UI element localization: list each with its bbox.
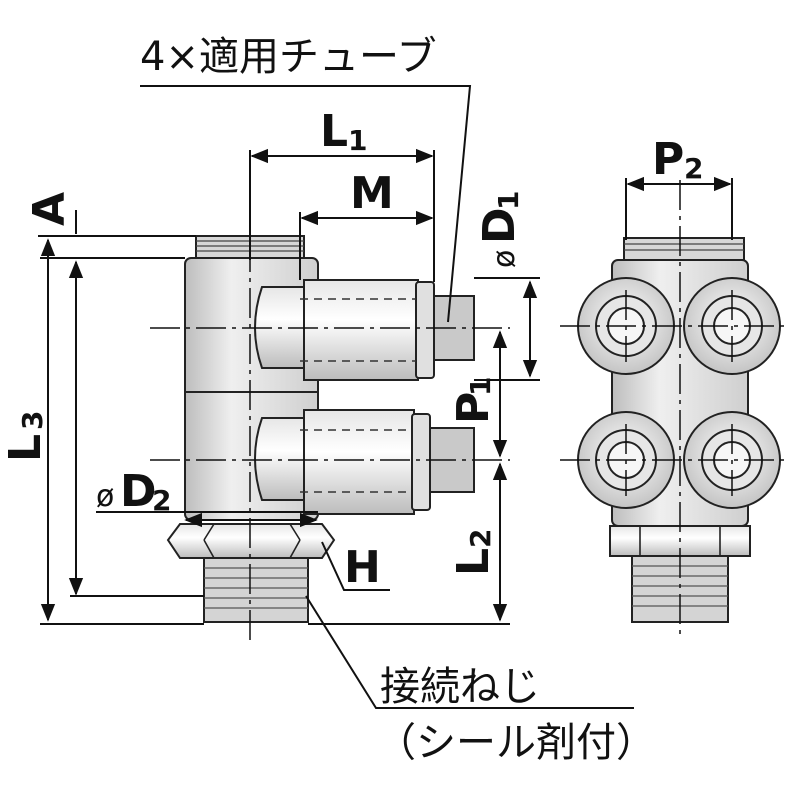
m-label: M bbox=[350, 168, 394, 219]
p2-label: P bbox=[652, 134, 684, 185]
l2-label: L bbox=[448, 548, 499, 576]
l2-subscript: 2 bbox=[464, 529, 497, 548]
h-label: H bbox=[344, 542, 381, 593]
d1-label: D bbox=[474, 207, 525, 244]
tube-label: 4×適用チューブ bbox=[140, 34, 437, 80]
d2-prefix: ø bbox=[96, 479, 114, 514]
dimension-lines bbox=[38, 85, 733, 709]
lower-port bbox=[254, 409, 475, 515]
sealant-label: （シール剤付） bbox=[376, 720, 656, 766]
tube-leader bbox=[140, 85, 472, 323]
a-label: A bbox=[24, 192, 75, 226]
hex-leader bbox=[321, 541, 390, 591]
side-view bbox=[150, 150, 510, 640]
l3-label: L bbox=[0, 434, 51, 462]
thread-leader bbox=[305, 595, 634, 709]
d1-prefix: ø bbox=[487, 250, 522, 268]
upper-port bbox=[254, 279, 475, 381]
front-top-thread bbox=[623, 237, 745, 261]
thread-label: 接続ねじ bbox=[380, 664, 540, 710]
d1-subscript: 1 bbox=[492, 191, 525, 210]
labels: 4×適用チューブ L 1 M A ø D 1 P 2 L 3 P 1 ø D 2… bbox=[0, 34, 703, 766]
p2-subscript: 2 bbox=[684, 152, 703, 185]
l1-label: L bbox=[320, 106, 348, 157]
p1-label: P bbox=[448, 392, 499, 424]
front-view bbox=[560, 180, 790, 640]
l3-subscript: 3 bbox=[16, 411, 49, 430]
l1-subscript: 1 bbox=[348, 124, 367, 157]
p1-subscript: 1 bbox=[464, 377, 497, 396]
d2-label: D bbox=[120, 466, 157, 517]
bottom-thread bbox=[203, 557, 309, 623]
hex-nut bbox=[166, 523, 336, 559]
d2-subscript: 2 bbox=[152, 484, 171, 517]
